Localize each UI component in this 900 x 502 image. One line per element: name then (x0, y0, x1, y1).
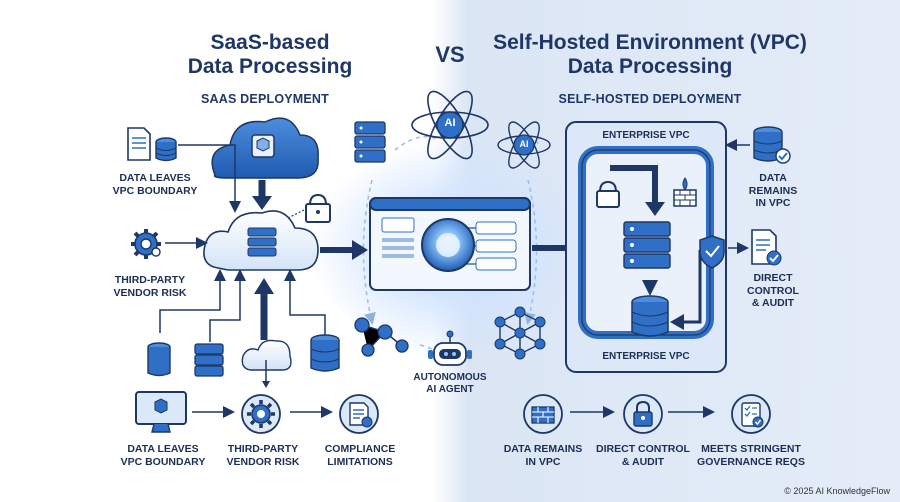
checklist-icon (731, 394, 771, 434)
agent-label: AUTONOMOUS AI AGENT (395, 372, 505, 396)
label-line: & AUDIT (621, 455, 665, 468)
label-line: REMAINS (748, 184, 798, 197)
database-icon (147, 342, 171, 377)
label-line: & AUDIT (751, 297, 795, 309)
vpc-lock-icon (596, 180, 620, 208)
label-line: DATA REMAINS (503, 443, 583, 455)
document-check-icon (751, 229, 782, 266)
label-line: AUTONOMOUS (413, 372, 487, 383)
lock-icon (623, 394, 663, 434)
monitor-icon (135, 391, 187, 433)
label-line: COMPLIANCE (324, 443, 396, 455)
saas-bottom-label-1: DATA LEAVES VPC BOUNDARY (108, 443, 218, 468)
saas-bottom-label-3: COMPLIANCE LIMITATIONS (305, 443, 415, 468)
saas-section-label: SAAS DEPLOYMENT (200, 92, 329, 106)
self-hosted-bottom-label-3: MEETS STRINGENT GOVERNANCE REQS (690, 443, 812, 468)
server-rack-icon (354, 121, 386, 163)
label-line: THIRD-PARTY (114, 274, 186, 286)
self-hosted-title-line1: Self-Hosted Environment (VPC) (493, 31, 807, 54)
self-hosted-title-line2: Data Processing (567, 55, 733, 78)
label-line: DATA (759, 172, 787, 184)
saas-data-leaves-label: DATA LEAVES VPC BOUNDARY (100, 172, 210, 197)
label-line: VPC BOUNDARY (112, 184, 198, 197)
label-line: LIMITATIONS (327, 455, 393, 468)
saas-title-line1: SaaS-based (210, 31, 330, 54)
ai-atom-icon (411, 90, 489, 160)
saas-central-cloud (203, 210, 319, 271)
robot-agent-icon (428, 330, 472, 366)
label-line: MEETS STRINGENT (701, 443, 801, 455)
ai-atom-small-label: AI (519, 139, 529, 149)
saas-title-line2: Data Processing (187, 55, 353, 78)
label-line: VENDOR RISK (113, 286, 187, 299)
server-icon (194, 343, 224, 377)
copyright-text: © 2025 AI KnowledgeFlow (784, 486, 890, 496)
saas-bottom-label-2: THIRD-PARTY VENDOR RISK (208, 443, 318, 468)
firewall-icon (523, 394, 563, 434)
saas-small-cloud (241, 339, 292, 388)
saas-title: SaaS-based Data Processing (160, 31, 380, 79)
ai-atom-small-icon (497, 121, 551, 169)
vpc-bottom-label: ENTERPRISE VPC (602, 351, 690, 362)
label-line: DIRECT CONTROL (596, 443, 690, 455)
vpc-top-label: ENTERPRISE VPC (602, 130, 690, 141)
label-line: GOVERNANCE REQS (697, 455, 805, 468)
saas-lock-icon (287, 193, 331, 223)
self-hosted-remains-label: DATA REMAINS IN VPC (738, 172, 808, 210)
ai-atom-label: AI (444, 117, 456, 129)
vpc-shield-icon (699, 235, 725, 269)
label-line: VPC BOUNDARY (120, 455, 206, 468)
label-line: AI AGENT (426, 384, 474, 395)
vpc-server-icon (623, 221, 671, 269)
vpc-database-icon (631, 295, 669, 337)
self-hosted-title: Self-Hosted Environment (VPC) Data Proce… (480, 31, 820, 79)
self-hosted-bottom-label-1: DATA REMAINS IN VPC (488, 443, 598, 468)
network-mesh-icon (494, 306, 546, 360)
vs-label: VS (435, 42, 465, 67)
label-line: DATA LEAVES (127, 443, 199, 455)
saas-top-cloud (211, 117, 319, 179)
saas-vendor-risk-label: THIRD-PARTY VENDOR RISK (95, 274, 205, 299)
vendor-gear-icon (131, 229, 161, 259)
label-line: DATA LEAVES (119, 172, 191, 184)
document-database-icon (127, 127, 177, 162)
database-stack-icon (310, 334, 340, 372)
document-seal-icon (339, 394, 379, 434)
label-line: IN VPC (755, 197, 791, 209)
self-hosted-control-label: DIRECT CONTROL & AUDIT (738, 272, 808, 310)
vpc-firewall-icon (673, 177, 697, 207)
label-line: THIRD-PARTY (227, 443, 299, 455)
network-nodes-icon (354, 317, 409, 357)
database-check-icon (753, 126, 791, 164)
label-line: CONTROL (747, 284, 799, 297)
self-hosted-bottom-label-2: DIRECT CONTROL & AUDIT (588, 443, 698, 468)
self-hosted-section-label: SELF-HOSTED DEPLOYMENT (558, 92, 742, 106)
center-app-window (369, 197, 531, 291)
label-line: VENDOR RISK (226, 455, 300, 468)
label-line: IN VPC (525, 455, 561, 468)
label-line: DIRECT (753, 272, 793, 284)
gear-icon (241, 394, 281, 434)
